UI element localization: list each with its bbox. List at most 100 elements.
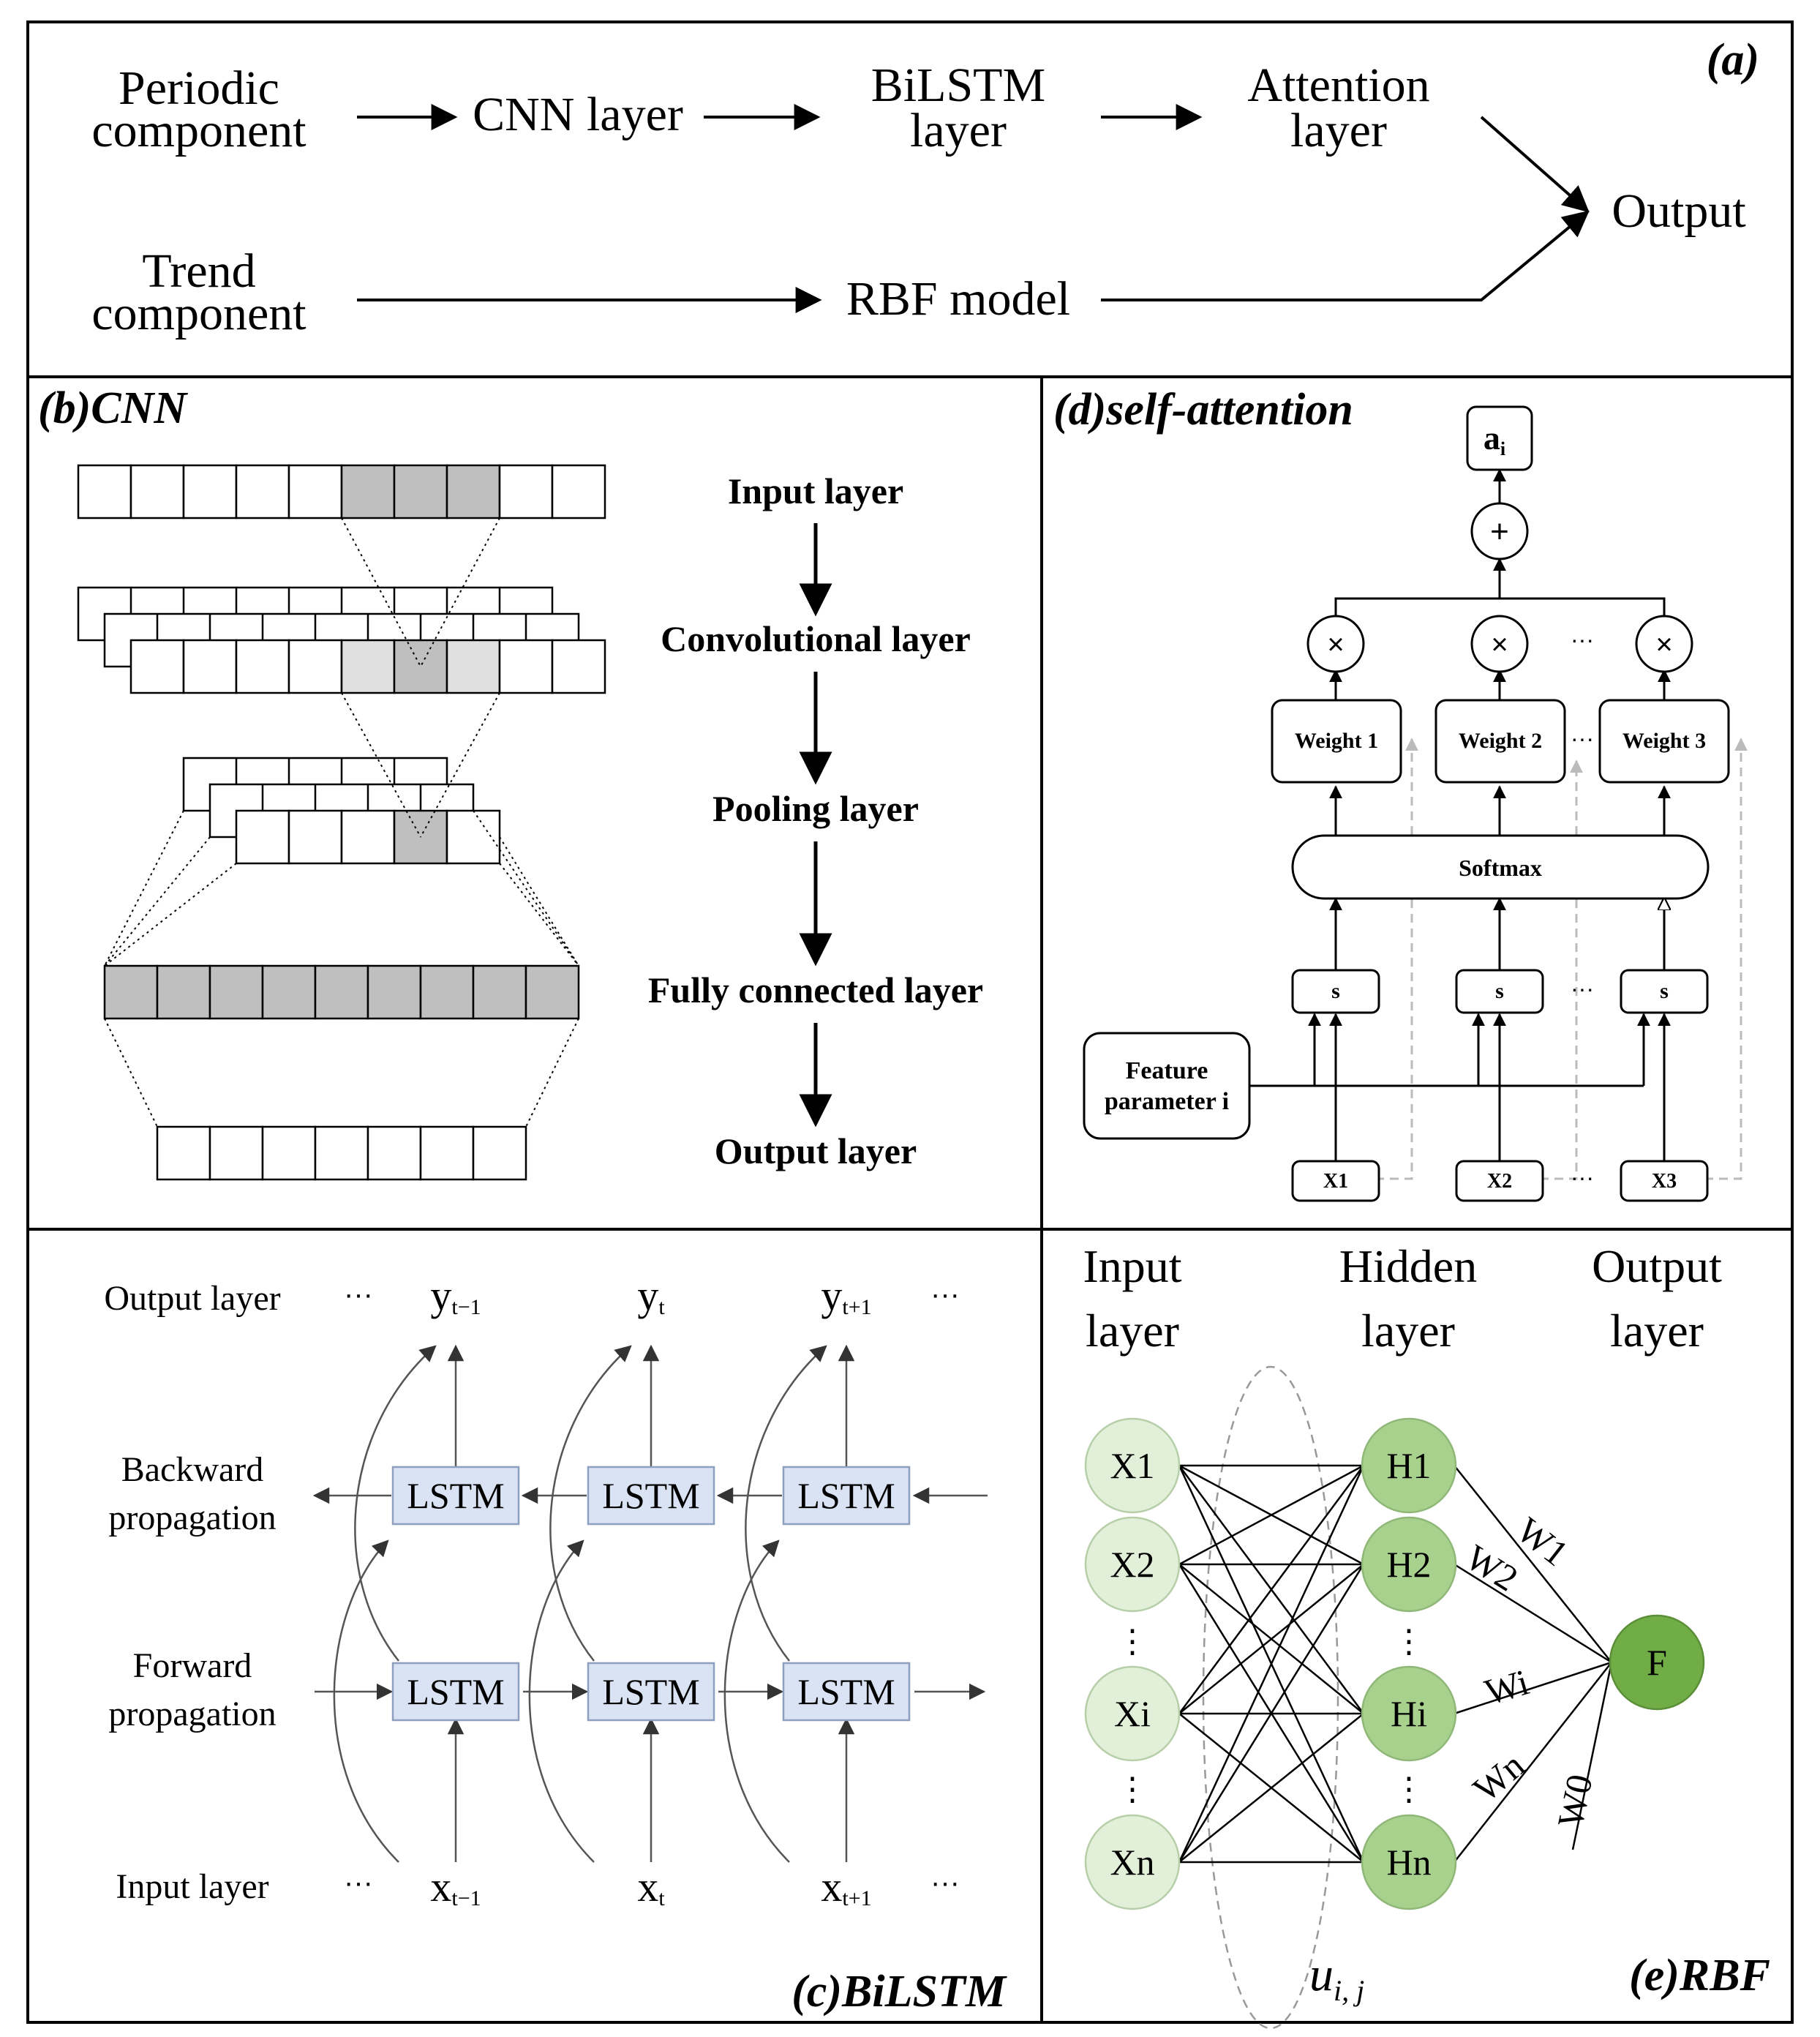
attention-input-box-1 [1291, 1160, 1380, 1202]
rbf-header-output-line1: Output [1592, 1240, 1722, 1292]
attention-layer-line2: layer [1290, 104, 1387, 157]
bilstm-row-input: Input layer [116, 1867, 268, 1906]
feature-parameter-line1: Feature [1126, 1057, 1208, 1084]
panel-c-label: (c)BiLSTM [791, 1967, 1007, 2017]
cnn-fully-connected-strip [103, 964, 580, 1020]
attention-layer-line1: Attention [1247, 59, 1429, 112]
svg-text:···: ··· [930, 1867, 960, 1899]
weight-boxes [1271, 699, 1730, 784]
feature-parameter-line2: parameter i [1105, 1088, 1229, 1115]
panel-e: (e)RBF Input layer Hidden layer Output l… [1083, 1240, 1770, 2030]
feature-parameter-node [1083, 1032, 1251, 1140]
score-box-1 [1291, 969, 1380, 1014]
rbf-weight-wi: Wi [1481, 1661, 1533, 1712]
attention-input-box-2 [1455, 1160, 1544, 1202]
svg-text:···: ··· [344, 1867, 373, 1899]
rbf-model-node: RBF model [846, 272, 1070, 326]
attention-input-label-2: X2 [1487, 1170, 1512, 1193]
softmax-node [1291, 834, 1710, 900]
score-label-3: s [1660, 979, 1669, 1003]
svg-text:⋮: ⋮ [1116, 1771, 1148, 1807]
multiply-node-1 [1306, 615, 1365, 673]
lstm-forward-2 [587, 1662, 715, 1722]
bilstm-row-output: Output layer [104, 1279, 280, 1318]
score-box-2 [1455, 969, 1544, 1014]
score-label-2: s [1495, 979, 1504, 1003]
output-node: Output [1612, 184, 1745, 238]
attention-ellipses: ··· ··· ··· ··· [1571, 626, 1594, 1190]
lstm-forward-3 [782, 1662, 911, 1722]
bilstm-output-1: yt−1 [430, 1272, 481, 1319]
rbf-input-label-1: X1 [1110, 1445, 1154, 1486]
panel-b: (b)CNN [38, 383, 983, 1181]
multiply-node-2 [1470, 615, 1529, 673]
lstm-forward-1 [391, 1662, 520, 1722]
attention-input-labels: X1 X2 X3 [1323, 1170, 1677, 1193]
rbf-input-node-3 [1084, 1665, 1181, 1762]
score-boxes [1291, 969, 1709, 1014]
attention-input-boxes [1291, 1160, 1709, 1202]
rbf-input-label-4: Xn [1110, 1842, 1154, 1883]
attention-input-box-3 [1620, 1160, 1709, 1202]
rbf-input-label-3: Xi [1114, 1693, 1151, 1734]
bilstm-input-3: xt+1 [821, 1863, 871, 1910]
rbf-vertical-dots: ⋮ ⋮ ⋮ ⋮ [1116, 1624, 1425, 1807]
svg-text:LSTM: LSTM [407, 1671, 504, 1712]
cnn-layer-node: CNN layer [473, 88, 683, 141]
bilstm-inputs: xt−1 xt xt+1 [430, 1863, 871, 1910]
score-label-1: s [1331, 979, 1340, 1003]
attention-connectors [1249, 468, 1671, 1161]
periodic-component-line2: component [91, 104, 306, 157]
attention-input-label-1: X1 [1323, 1170, 1348, 1193]
weight-box-2 [1434, 699, 1566, 784]
rbf-input-nodes [1084, 1417, 1181, 1910]
panel-a-arrows [357, 104, 1590, 313]
svg-text:LSTM: LSTM [407, 1475, 504, 1516]
svg-text:···: ··· [344, 1278, 373, 1310]
svg-text:LSTM: LSTM [797, 1475, 895, 1516]
rbf-weight-w0: W0 [1549, 1771, 1601, 1831]
cnn-step-convolutional: Convolutional layer [661, 618, 971, 659]
score-box-3 [1620, 969, 1709, 1014]
cnn-step-output: Output layer [715, 1130, 917, 1171]
bilstm-outputs: yt−1 yt yt+1 [430, 1272, 871, 1319]
rbf-column-headers: Input layer Hidden layer Output layer [1083, 1240, 1722, 1357]
weight-labels: Weight 1 Weight 2 Weight 3 [1295, 729, 1706, 753]
bilstm-curved-connections [333, 1345, 827, 1863]
rbf-header-hidden-line2: layer [1361, 1305, 1455, 1357]
rbf-hidden-label-4: Hn [1386, 1842, 1431, 1883]
multiply-nodes [1306, 615, 1693, 673]
svg-text:⋮: ⋮ [1393, 1624, 1425, 1659]
bilstm-row-forward-line2: propagation [108, 1695, 276, 1733]
panel-b-label: (b)CNN [38, 383, 188, 433]
cnn-output-strip [156, 1125, 527, 1181]
lstm-backward-2 [587, 1466, 715, 1526]
rbf-weights-ellipse [1202, 1365, 1339, 2030]
bilstm-cells [391, 1466, 911, 1722]
panel-d: (d)self-attention [1053, 385, 1748, 1202]
sum-symbol: + [1490, 514, 1509, 549]
rbf-weight-labels: W1 W2 Wi Wn W0 [1459, 1509, 1601, 1831]
panel-frames [26, 20, 1794, 2024]
svg-text:LSTM: LSTM [797, 1671, 895, 1712]
softmax-label: Softmax [1459, 855, 1542, 881]
weight-label-1: Weight 1 [1295, 729, 1378, 753]
rbf-hidden-node-4 [1361, 1814, 1457, 1910]
rbf-node-labels: X1 X2 Xi Xn H1 H2 Hi Hn F [1110, 1445, 1666, 1883]
multiply-symbol-3: × [1655, 629, 1672, 661]
cnn-layer-labels: Input layer Convolutional layer Pooling … [648, 470, 983, 1171]
rbf-input-node-1 [1084, 1417, 1181, 1514]
svg-text:⋮: ⋮ [1116, 1624, 1148, 1659]
rbf-center-weight-label: ui, j [1309, 1948, 1364, 2007]
attention-bypass-lines [1375, 738, 1748, 1180]
bilstm-row-backward-line2: propagation [108, 1498, 276, 1537]
rbf-header-hidden-line1: Hidden [1339, 1240, 1477, 1292]
bilstm-row-labels: Output layer Backward propagation Forwar… [104, 1279, 280, 1906]
panel-a-label: (a) [1707, 35, 1759, 85]
bilstm-row-backward-line1: Backward [121, 1450, 264, 1489]
sum-node [1470, 502, 1529, 560]
rbf-input-hidden-edges [1178, 1464, 1365, 1864]
multiply-symbols: × × × [1327, 629, 1672, 661]
panel-e-label: (e)RBF [1629, 1951, 1770, 2000]
